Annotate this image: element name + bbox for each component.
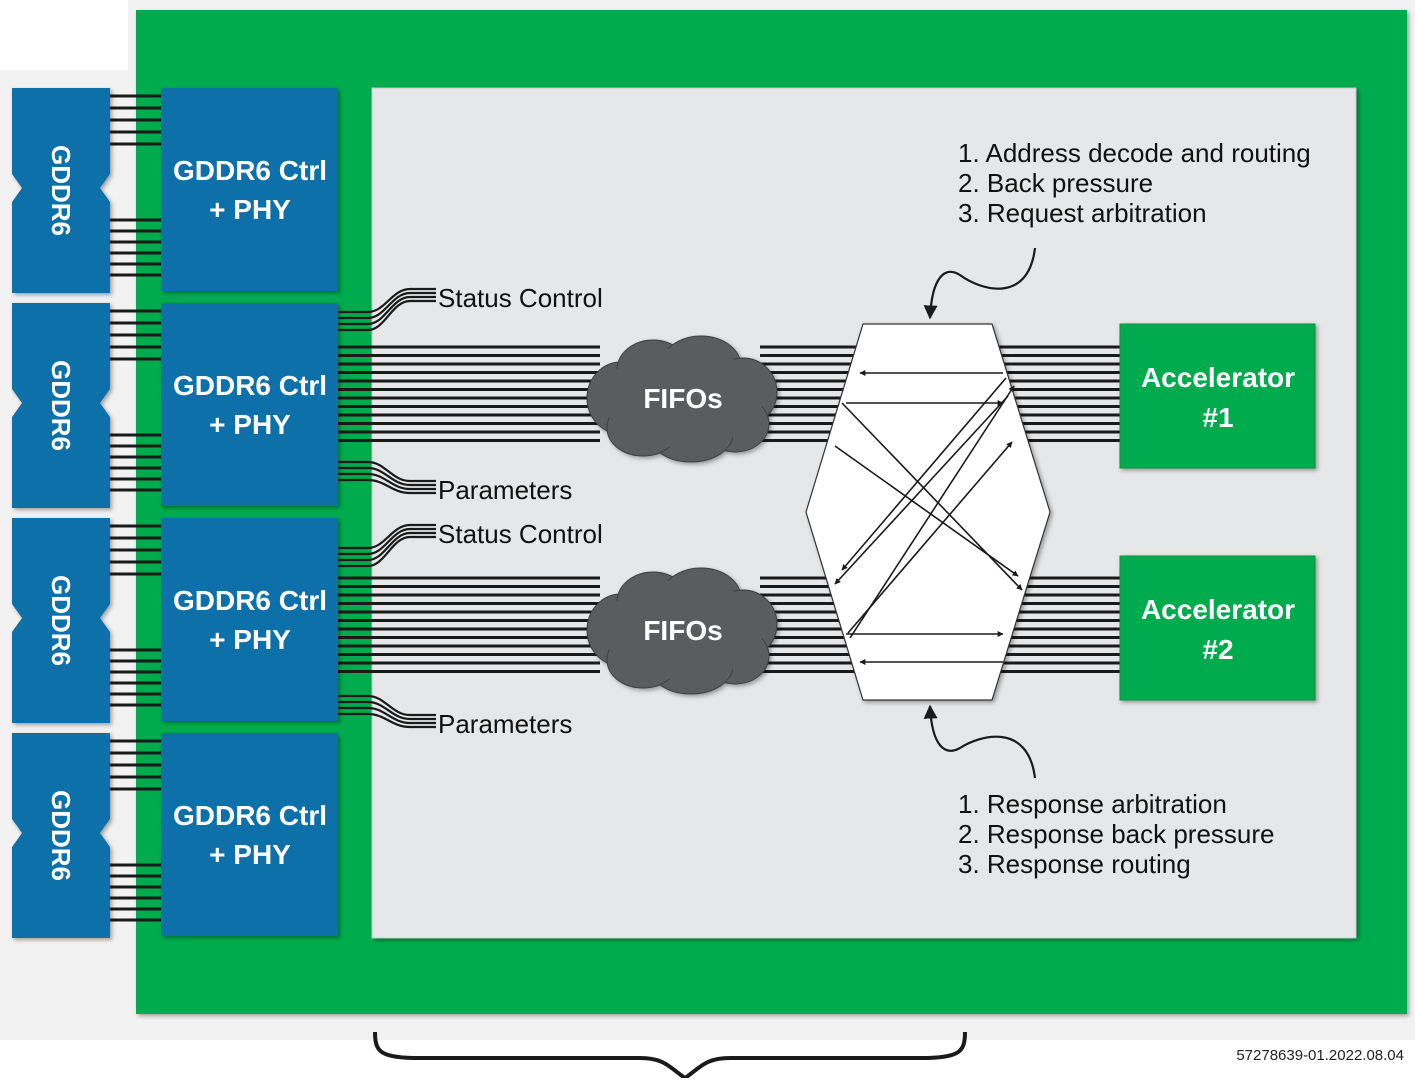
signal-wire	[338, 700, 436, 721]
gddr6-chip: GDDR6	[12, 88, 110, 293]
accelerator-1: Accelerator #1	[1119, 323, 1316, 469]
signal-wire	[338, 291, 436, 320]
crossbar-arrow	[849, 385, 1015, 639]
accelerator-body	[1119, 323, 1316, 469]
controller-label-line2: + PHY	[209, 839, 291, 870]
response-note-1: 1. Response arbitration	[958, 789, 1227, 819]
crossbar-arrow	[841, 402, 1023, 591]
signal-wire	[338, 460, 436, 483]
fifos-label: FIFOs	[643, 615, 722, 646]
signal-wire	[338, 299, 436, 332]
parameters-label: Parameters	[438, 709, 572, 739]
gddr6-chip: GDDR6	[12, 303, 110, 508]
request-callout-arrow	[923, 247, 1037, 320]
accelerator-label-line2: #2	[1202, 634, 1233, 665]
controller-body	[161, 303, 338, 506]
status-control-label: Status Control	[438, 519, 603, 549]
gddr6-chip-label: GDDR6	[46, 575, 76, 666]
response-note-3: 3. Response routing	[958, 849, 1191, 879]
chip-body	[12, 518, 110, 723]
signal-wire	[338, 694, 436, 717]
crossbar-arrow	[847, 441, 1013, 634]
crossbar-arrow	[834, 395, 1009, 585]
accelerator-label-line1: Accelerator	[1141, 594, 1295, 625]
gddr6-chip-label: GDDR6	[46, 790, 76, 881]
cloud-core	[603, 348, 763, 448]
signal-wire	[338, 531, 436, 562]
gddr6-chip-label: GDDR6	[46, 145, 76, 236]
request-notes: 1. Address decode and routing 2. Back pr…	[923, 138, 1311, 320]
signal-wire	[338, 472, 436, 491]
response-callout-arrow	[923, 704, 1037, 779]
controller-label-line1: GDDR6 Ctrl	[173, 585, 327, 616]
gddr6-controller: GDDR6 Ctrl + PHY	[161, 88, 338, 291]
gddr6-controller: GDDR6 Ctrl + PHY	[161, 303, 338, 506]
gddr6-chip: GDDR6	[12, 518, 110, 723]
fifos-label: FIFOs	[643, 383, 722, 414]
request-note-3: 3. Request arbitration	[958, 198, 1207, 228]
signal-wire	[338, 466, 436, 487]
signal-wire	[338, 527, 436, 556]
cloud-core	[603, 580, 763, 680]
accelerator-label-line2: #1	[1202, 402, 1233, 433]
signal-wire	[338, 478, 436, 495]
signal-wire	[338, 295, 436, 326]
fifo-cloud: FIFOs	[586, 335, 778, 463]
document-id: 57278639-01.2022.08.04	[1236, 1047, 1404, 1064]
controller-label-line1: GDDR6 Ctrl	[173, 370, 327, 401]
signal-wire	[338, 706, 436, 725]
controller-label-line1: GDDR6 Ctrl	[173, 155, 327, 186]
chip-body	[12, 733, 110, 938]
parameters-label: Parameters	[438, 475, 572, 505]
chip-body	[12, 88, 110, 293]
gddr6-chip-label: GDDR6	[46, 360, 76, 451]
gddr6-chip: GDDR6	[12, 733, 110, 938]
fifo-cloud: FIFOs	[586, 567, 778, 695]
controller-body	[161, 518, 338, 721]
controller-label-line2: + PHY	[209, 409, 291, 440]
page-corner	[0, 0, 128, 70]
response-note-2: 2. Response back pressure	[958, 819, 1275, 849]
controller-label-line2: + PHY	[209, 194, 291, 225]
signal-wire	[338, 712, 436, 729]
request-note-2: 2. Back pressure	[958, 168, 1153, 198]
crossbar-arrow	[841, 377, 1007, 571]
controller-label-line1: GDDR6 Ctrl	[173, 800, 327, 831]
bottom-brace	[373, 1031, 967, 1080]
accelerator-body	[1119, 555, 1316, 701]
crossbar-arrow	[834, 445, 1019, 577]
controller-body	[161, 88, 338, 291]
crossbar-routing-arrows	[834, 370, 1023, 665]
signal-wire	[338, 523, 436, 550]
chip-body	[12, 303, 110, 508]
response-notes: 1. Response arbitration 2. Response back…	[923, 704, 1275, 879]
request-note-1: 1. Address decode and routing	[958, 138, 1311, 168]
signal-wire	[338, 287, 436, 314]
accelerator-label-line1: Accelerator	[1141, 362, 1295, 393]
controller-label-line2: + PHY	[209, 624, 291, 655]
status-control-label: Status Control	[438, 283, 603, 313]
gddr6-controller: GDDR6 Ctrl + PHY	[161, 733, 338, 936]
gddr6-controller: GDDR6 Ctrl + PHY	[161, 518, 338, 721]
accelerator-2: Accelerator #2	[1119, 555, 1316, 701]
signal-wire	[338, 535, 436, 568]
controller-body	[161, 733, 338, 936]
